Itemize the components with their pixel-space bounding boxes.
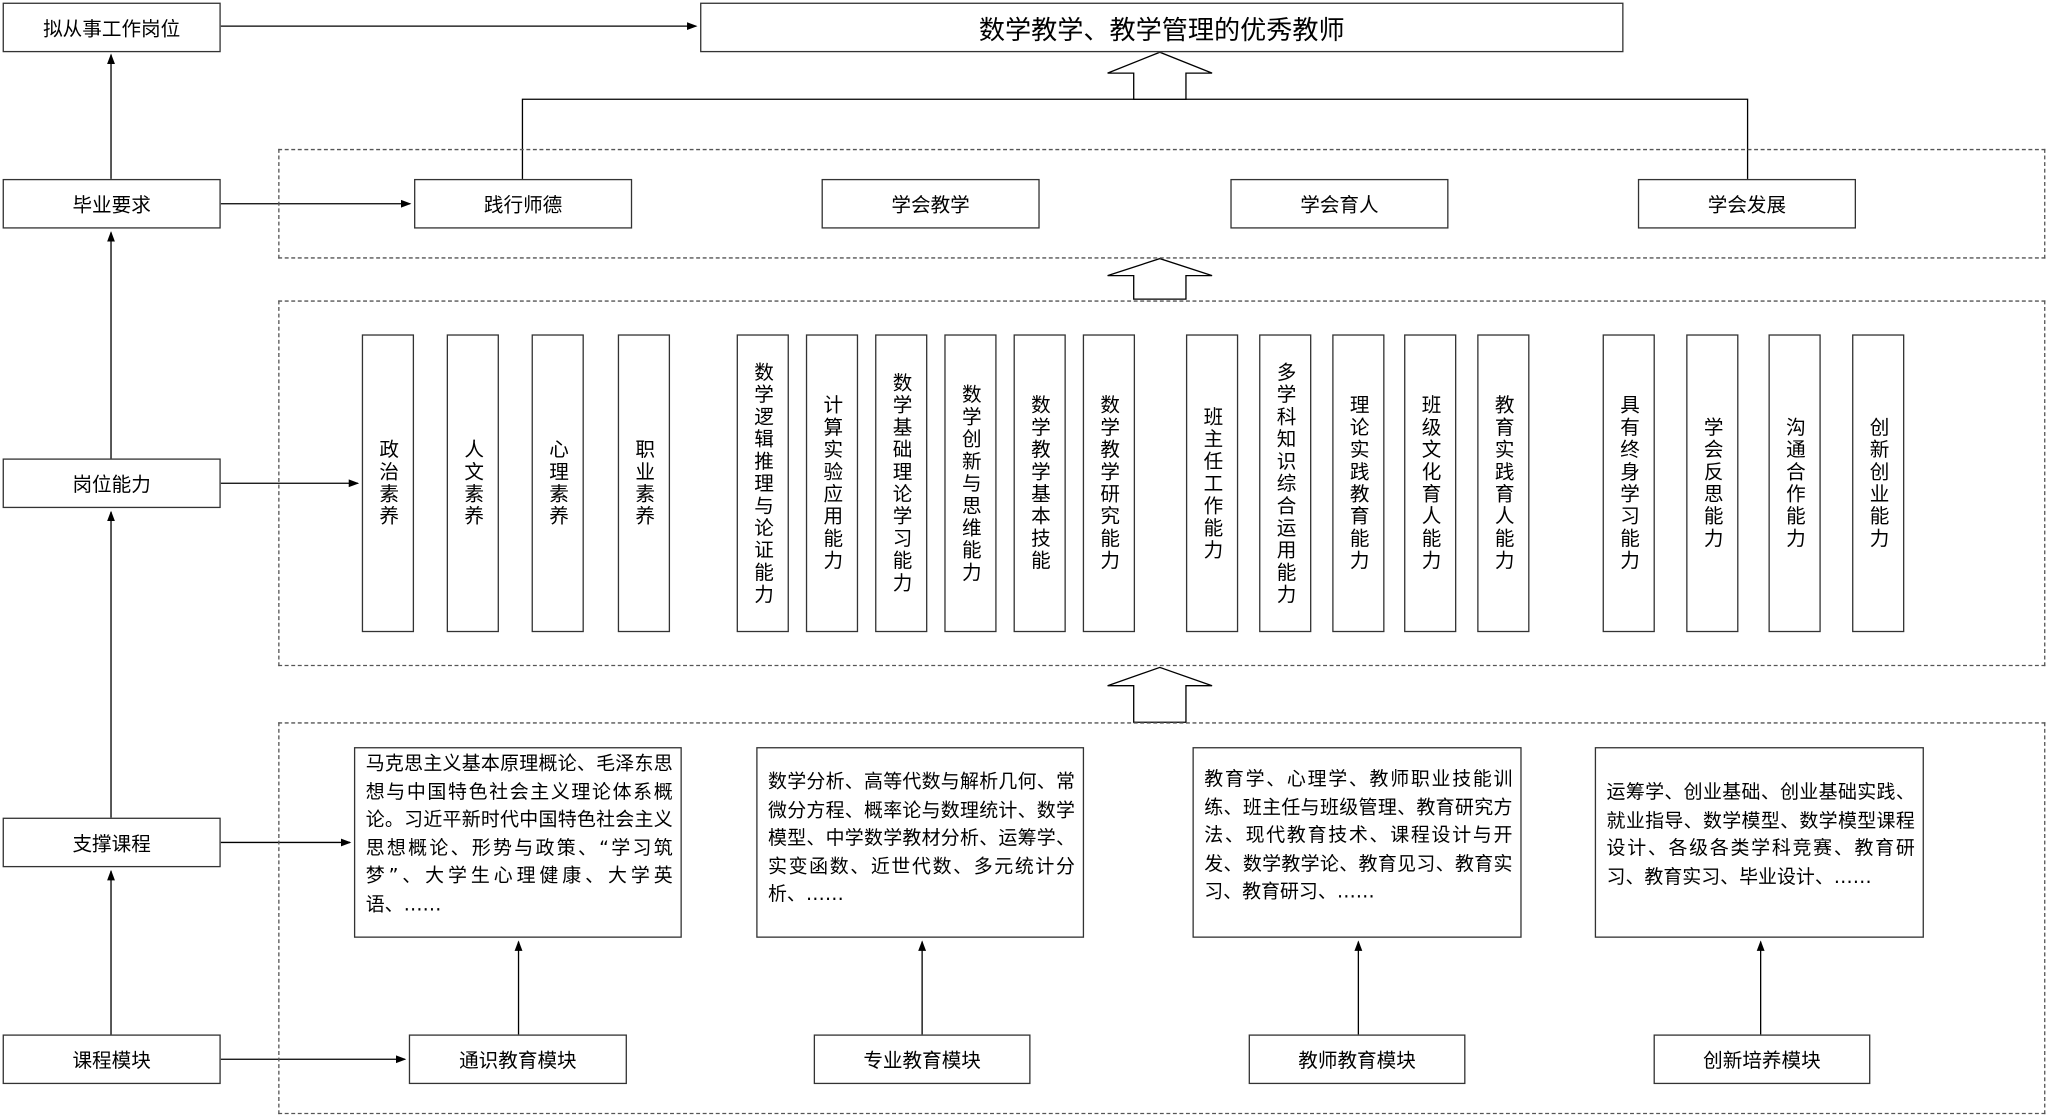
goal-box: 数学教学、教学管理的优秀教师 bbox=[700, 2, 1624, 53]
ability-box: 岗位能力 bbox=[2, 458, 221, 509]
course-list: 运筹学、创业基础、创业基础实践、就业指导、数学模型、数学模型课程设计、各级各类学… bbox=[1594, 747, 1924, 938]
ability-item: 班主任工作能力 bbox=[1185, 334, 1239, 633]
course-list: 马克思主义基本原理概论、毛泽东思想与中国特色社会主义理论体系概论。习近平新时代中… bbox=[353, 747, 682, 938]
ability-label: 数学创新与思维能力 bbox=[959, 383, 983, 584]
ability-item: 职业素养 bbox=[617, 334, 671, 633]
ability-label: 班级文化育人能力 bbox=[1419, 394, 1443, 573]
hollow-arrow-up-icon bbox=[1107, 257, 1213, 300]
requirements-group bbox=[278, 148, 2046, 259]
ability-item: 沟通合作能力 bbox=[1768, 334, 1821, 633]
ability-label: 人文素养 bbox=[461, 438, 486, 528]
requirement: 践行师德 bbox=[414, 178, 633, 229]
ability-label: 创新创业能力 bbox=[1867, 416, 1891, 550]
requirement: 学会发展 bbox=[1637, 178, 1856, 229]
ability-label: 具有终身学习能力 bbox=[1617, 394, 1642, 573]
ability-item: 数学教学基本技能 bbox=[1013, 334, 1066, 633]
ability-label: 理论实践教育能力 bbox=[1347, 394, 1371, 573]
ability-label: 数学基础理论学习能力 bbox=[890, 372, 914, 595]
ability-item: 数学基础理论学习能力 bbox=[875, 334, 928, 633]
ability-label: 政治素养 bbox=[376, 438, 401, 528]
module-box: 教师教育模块 bbox=[1248, 1034, 1466, 1085]
module-box: 专业教育模块 bbox=[813, 1034, 1031, 1085]
courses-group bbox=[278, 722, 2046, 1115]
courses-box: 支撑课程 bbox=[2, 817, 221, 868]
hollow-arrow-up-icon bbox=[1107, 51, 1213, 100]
ability-item: 教育实践育人能力 bbox=[1477, 334, 1530, 633]
abilities-group bbox=[278, 300, 2046, 667]
ability-label: 教育实践育人能力 bbox=[1492, 394, 1516, 573]
ability-item: 政治素养 bbox=[361, 334, 415, 633]
ability-item: 数学教学研究能力 bbox=[1082, 334, 1136, 633]
course-list: 数学分析、高等代数与解析几何、常微分方程、概率论与数理统计、数学模型、中学数学教… bbox=[756, 747, 1085, 938]
requirement: 学会育人 bbox=[1230, 178, 1449, 229]
module-box: 通识教育模块 bbox=[408, 1034, 627, 1085]
ability-label: 数学逻辑推理与论证能力 bbox=[751, 361, 776, 606]
ability-item: 具有终身学习能力 bbox=[1602, 334, 1655, 633]
ability-label: 心理素养 bbox=[546, 438, 571, 528]
ability-item: 多学科知识综合运用能力 bbox=[1259, 334, 1312, 633]
ability-item: 理论实践教育能力 bbox=[1332, 334, 1385, 633]
ability-item: 数学创新与思维能力 bbox=[944, 334, 997, 633]
ability-label: 数学教学基本技能 bbox=[1028, 394, 1053, 573]
ability-label: 多学科知识综合运用能力 bbox=[1274, 361, 1298, 606]
grad-box: 毕业要求 bbox=[2, 178, 221, 229]
ability-item: 学会反思能力 bbox=[1686, 334, 1739, 633]
job-box: 拟从事工作岗位 bbox=[2, 2, 221, 53]
ability-label: 数学教学研究能力 bbox=[1097, 394, 1122, 573]
ability-item: 心理素养 bbox=[531, 334, 584, 633]
modules-box: 课程模块 bbox=[2, 1034, 221, 1085]
ability-item: 人文素养 bbox=[446, 334, 499, 633]
course-list: 教育学、心理学、教师职业技能训练、班主任与班级管理、教育研究方法、现代教育技术、… bbox=[1192, 747, 1522, 938]
ability-label: 计算实验应用能力 bbox=[820, 394, 845, 573]
ability-item: 计算实验应用能力 bbox=[805, 334, 859, 633]
hollow-arrow-up-icon bbox=[1107, 666, 1213, 723]
module-box: 创新培养模块 bbox=[1653, 1034, 1871, 1085]
ability-label: 职业素养 bbox=[632, 438, 657, 528]
ability-item: 班级文化育人能力 bbox=[1404, 334, 1457, 633]
ability-item: 数学逻辑推理与论证能力 bbox=[736, 334, 789, 633]
ability-label: 班主任工作能力 bbox=[1200, 405, 1225, 561]
ability-label: 学会反思能力 bbox=[1701, 416, 1725, 550]
ability-label: 沟通合作能力 bbox=[1783, 416, 1808, 550]
ability-item: 创新创业能力 bbox=[1852, 334, 1905, 633]
requirement: 学会教学 bbox=[821, 178, 1040, 229]
